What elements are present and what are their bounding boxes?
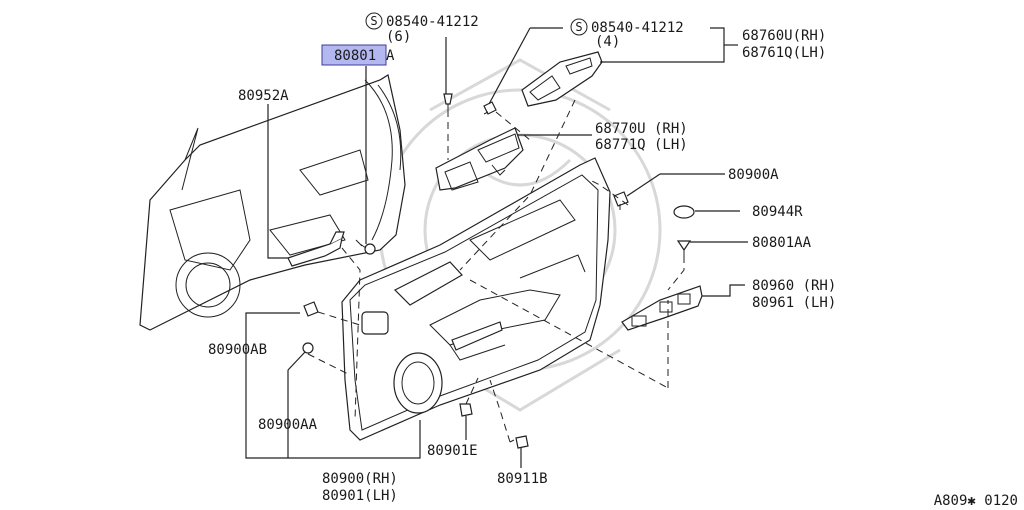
part-label-80960[interactable]: 80960 (RH) 80961 (LH)	[752, 278, 836, 311]
part-label-screw-6[interactable]: S 08540-41212 (6)	[365, 12, 479, 45]
part-number-text: 80900A	[728, 167, 779, 183]
part-label-68760U[interactable]: 68760U(RH) 68761Q(LH)	[742, 28, 826, 61]
part-label-80900AB[interactable]: 80900AB	[208, 342, 267, 358]
part-label-80952A[interactable]: 80952A	[238, 88, 289, 104]
part-number-text: 80901E	[427, 443, 478, 459]
quantity-text: (6)	[386, 29, 411, 45]
part-number-rh: 80960 (RH)	[752, 278, 836, 294]
fasteners	[302, 93, 695, 449]
standard-part-symbol	[365, 12, 383, 30]
part-number-text: 80900AA	[258, 417, 318, 433]
part-suffix-text: A	[386, 48, 395, 64]
diagram-code: A809✱ 0120	[934, 493, 1018, 509]
part-number-text: 08540-41212	[386, 14, 479, 30]
standard-part-symbol	[570, 18, 588, 36]
part-label-80900A[interactable]: 80900A	[728, 167, 779, 183]
selection-highlight	[321, 44, 387, 66]
part-number-text: 80911B	[497, 471, 548, 487]
inner-door-panel	[139, 74, 406, 331]
quantity-text: (4)	[595, 34, 620, 50]
standard-part-symbol-text: S	[575, 20, 582, 34]
part-label-80911B[interactable]: 80911B	[497, 471, 548, 487]
part-label-80801A[interactable]: 80801 A	[321, 44, 395, 66]
part-label-80801AA[interactable]: 80801AA	[752, 235, 812, 251]
part-number-rh: 80900(RH)	[322, 471, 398, 487]
part-label-80900[interactable]: 80900(RH) 80901(LH)	[322, 471, 398, 504]
part-label-screw-4[interactable]: S 08540-41212 (4)	[570, 18, 684, 50]
part-number-lh: 68761Q(LH)	[742, 45, 826, 61]
part-label-80944R[interactable]: 80944R	[752, 204, 803, 220]
finisher-68760U	[521, 51, 603, 107]
standard-part-symbol-text: S	[370, 14, 377, 28]
part-number-rh: 68770U (RH)	[595, 121, 688, 137]
part-number-lh: 80901(LH)	[322, 488, 398, 504]
part-number-text: 80900AB	[208, 342, 267, 358]
part-label-68770U[interactable]: 68770U (RH) 68771Q (LH)	[595, 121, 688, 153]
window-switch-80960	[621, 285, 703, 331]
part-label-80901E[interactable]: 80901E	[427, 443, 478, 459]
part-number-lh: 80961 (LH)	[752, 295, 836, 311]
part-number-text: 80801	[334, 48, 376, 64]
part-labels: S 08540-41212 (6) 80801 A S 08540-41212 …	[208, 12, 1018, 509]
part-label-80900AA[interactable]: 80900AA	[258, 417, 318, 433]
pull-pocket-68770U	[435, 127, 524, 191]
part-number-text: 80801AA	[752, 235, 812, 251]
clip-80801A	[355, 239, 376, 255]
part-number-text: 80944R	[752, 204, 803, 220]
bracket-80952A	[287, 231, 345, 267]
part-number-text: 08540-41212	[591, 20, 684, 36]
part-number-text: 80952A	[238, 88, 289, 104]
part-number-lh: 68771Q (LH)	[595, 137, 688, 153]
part-number-rh: 68760U(RH)	[742, 28, 826, 44]
leader-lines	[245, 27, 748, 468]
door-trim-panel	[341, 157, 611, 441]
